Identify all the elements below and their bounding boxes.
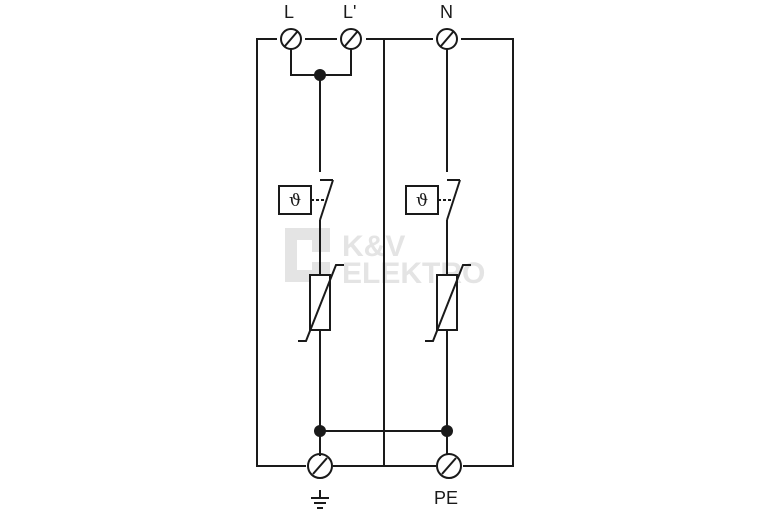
terminal-lprime [340, 28, 362, 50]
enclosure-left-loop [256, 38, 306, 467]
enclosure-right-loop [461, 38, 514, 467]
watermark-logo: K&V ELEKTRO [285, 228, 485, 290]
terminal-n [436, 28, 458, 50]
thermal-symbol-right: ϑ [416, 191, 428, 211]
label-l-prime: L' [343, 2, 356, 22]
terminal-l [280, 28, 302, 50]
thermal-box-right: ϑ [405, 185, 439, 215]
watermark-line-1: K&V [342, 230, 405, 263]
label-n: N [440, 2, 453, 22]
terminal-ground [307, 453, 333, 479]
terminal-pe [436, 453, 462, 479]
watermark-mark [285, 228, 330, 282]
thermal-box-left: ϑ [278, 185, 312, 215]
label-l: L [284, 2, 294, 22]
ground-symbol [311, 490, 329, 509]
label-pe: PE [434, 488, 458, 508]
thermal-symbol-left: ϑ [289, 191, 301, 211]
watermark-line-2: ELEKTRO [342, 257, 485, 290]
varistor-left [298, 264, 344, 342]
